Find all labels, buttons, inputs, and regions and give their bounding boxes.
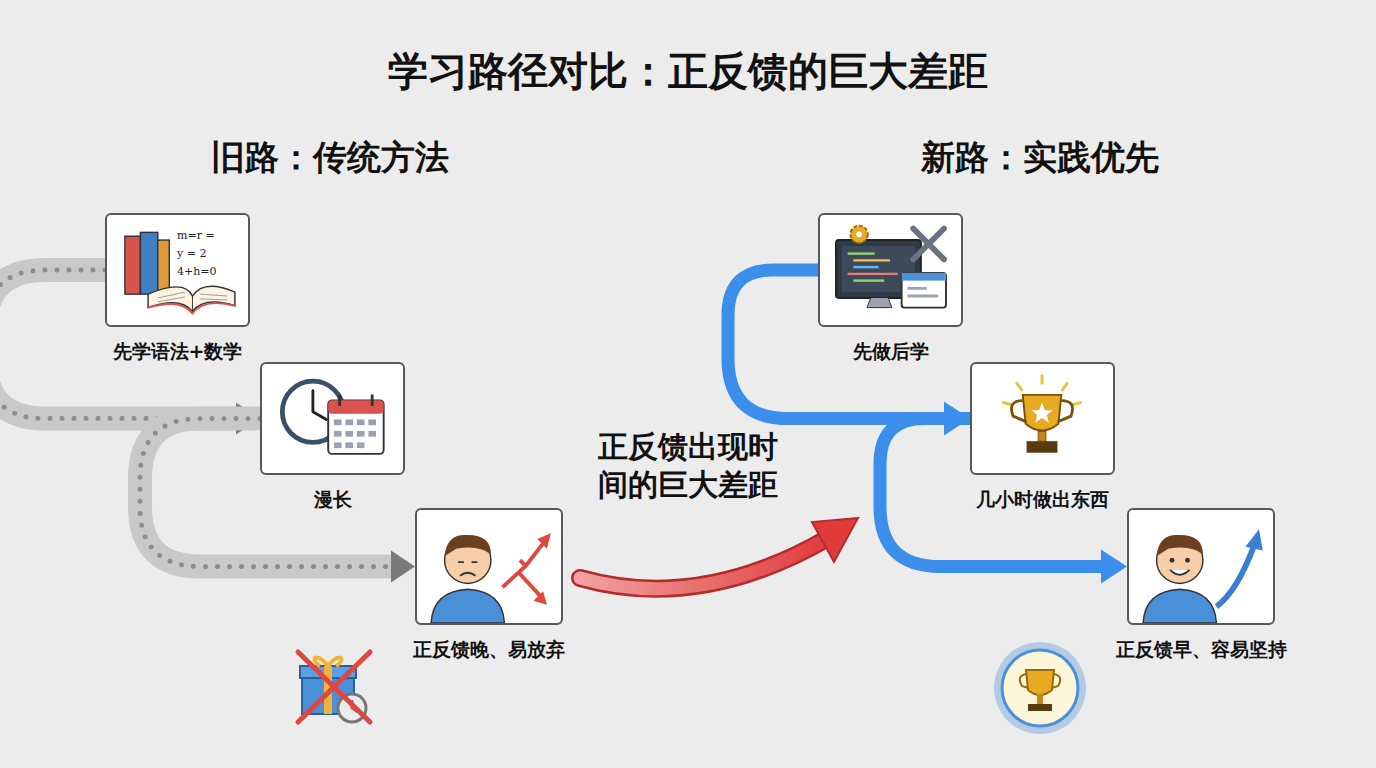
card-frame (415, 508, 563, 625)
gap-label: 正反馈出现时间的巨大差距 (594, 428, 783, 503)
gap-arrow (580, 518, 858, 589)
card-frame (970, 362, 1115, 475)
section-heading: 旧路：传统方法 (211, 135, 449, 181)
math-formula: m=r = (177, 229, 215, 242)
computer-tools-icon (820, 215, 961, 325)
diagram-title: 学习路径对比：正反馈的巨大差距 (388, 44, 988, 99)
step-caption: 几小时做出东西 (976, 487, 1109, 513)
math-formula: y = 2 (177, 247, 206, 260)
step-card: m=r =y = 24+h=0先学语法+数学 (105, 213, 250, 327)
happy-learner-icon (1129, 510, 1273, 623)
card-frame: m=r = y = 2 4+h=0 (105, 213, 250, 327)
sad-learner-icon (417, 510, 561, 623)
crossed-gift-icon (298, 652, 370, 722)
clock-calendar-icon (262, 364, 403, 473)
card-frame (1127, 508, 1275, 625)
step-card: 几小时做出东西 (970, 362, 1115, 475)
card-frame (818, 213, 963, 327)
step-caption: 先做后学 (853, 339, 929, 365)
step-caption: 正反馈早、容易坚持 (1116, 637, 1287, 663)
math-formula: 4+h=0 (177, 265, 217, 278)
trophy-badge (994, 642, 1086, 734)
step-card: 正反馈早、容易坚持 (1127, 508, 1275, 625)
step-card: 先做后学 (818, 213, 963, 327)
step-card: 漫长 (260, 362, 405, 475)
step-caption: 先学语法+数学 (113, 339, 243, 365)
section-heading: 新路：实践优先 (921, 135, 1159, 181)
step-caption: 漫长 (314, 487, 352, 513)
card-frame (260, 362, 405, 475)
step-caption: 正反馈晚、易放弃 (413, 637, 565, 663)
trophy-icon (972, 364, 1113, 473)
step-card: 正反馈晚、易放弃 (415, 508, 563, 625)
